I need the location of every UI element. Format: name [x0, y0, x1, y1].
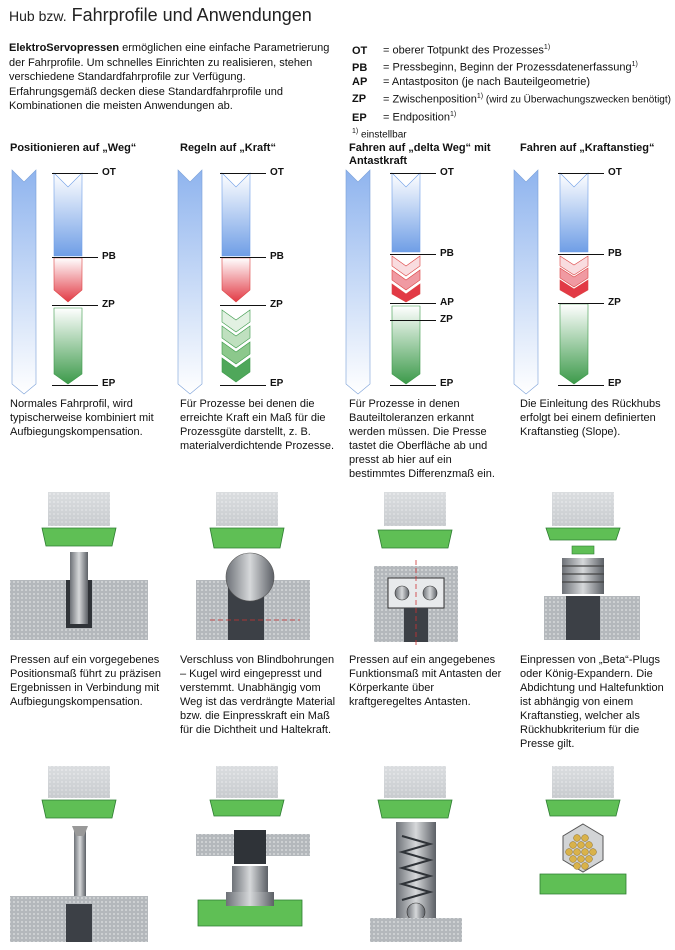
ref-line [558, 303, 604, 304]
legend-row-ep: EP = Endposition1) [352, 108, 672, 125]
legend-text: = Zwischenposition [383, 93, 477, 106]
ref-line [220, 173, 266, 174]
label-ep: EP [440, 378, 454, 389]
label-ep: EP [270, 378, 284, 389]
ref-line [390, 303, 436, 304]
profile-desc-kraft: Für Prozesse bei denen die erreichte Kra… [180, 398, 335, 452]
legend-sup: 1) [631, 61, 638, 69]
label-ep: EP [608, 378, 622, 389]
ref-line [558, 254, 604, 255]
legend-sup: 1) [543, 44, 551, 51]
legend-key: PB [352, 61, 368, 74]
legend-sup: 1) [449, 110, 457, 118]
legend-text: = Pressbeginn, Beginn der Prozessdatener… [383, 61, 632, 74]
page-title-main: Fahrprofile und Anwendungen [71, 5, 312, 25]
legend-key: AP [352, 76, 368, 89]
ref-line [390, 254, 436, 255]
ref-line [52, 257, 98, 258]
intro-paragraph: ElektroServopressen ermöglichen eine ein… [9, 41, 334, 114]
profile-heading-kraft: Regeln auf „Kraft“ [180, 142, 276, 154]
legend-key: ZP [352, 93, 367, 106]
intro-text: ermöglichen eine einfache Parametrierung… [9, 42, 330, 112]
legend-text: = Endposition [383, 111, 450, 124]
ref-line [390, 173, 436, 174]
label-ot: OT [102, 167, 116, 178]
footnote-text: einstellbar [358, 129, 407, 141]
profile-desc-weg: Normales Fahrprofil, wird typischerweise… [10, 398, 154, 438]
legend-key: EP [352, 111, 367, 124]
page-title-prefix: Hub bzw. [9, 8, 67, 24]
profile-desc-delta-weg: Für Prozesse in denen Bauteiltoleranzen … [349, 398, 495, 480]
intro-brand: ElektroServopressen [9, 42, 120, 54]
profile-diagram-kraft [177, 169, 251, 395]
legend-footnote: 1) einstellbar [352, 125, 672, 143]
legend-text: = oberer Totpunkt des Prozesses [383, 44, 544, 57]
label-ot: OT [270, 167, 284, 178]
application-illustration-7 [370, 766, 462, 942]
profile-diagram-weg [11, 169, 83, 395]
legend-row-ap: AP = Antastpositon (je nach Bauteilgeomet… [352, 75, 672, 90]
legend-text: = Antastpositon (je nach Bauteilgeometri… [383, 76, 590, 89]
legend-row-ot: OT = oberer Totpunkt des Prozesses1) [352, 41, 672, 58]
application-desc-3: Pressen auf ein angegebenes Funktionsmaß… [349, 654, 502, 708]
label-zp: ZP [608, 297, 621, 308]
profile-diagram-kraftanstieg [513, 169, 589, 395]
profile-heading-kraftanstieg: Fahren auf „Kraftanstieg“ [520, 142, 655, 154]
application-illustration-4 [544, 492, 640, 640]
label-zp: ZP [102, 299, 115, 310]
application-desc-2: Verschluss von Blindbohrungen – Kugel wi… [180, 654, 336, 736]
application-illustration-8 [539, 766, 627, 895]
ref-line [558, 173, 604, 174]
profile-heading-delta-weg: Fahren auf „delta Weg“ mit Antastkraft [349, 142, 491, 167]
ref-line [390, 320, 436, 321]
application-illustration-1 [10, 492, 148, 640]
legend-row-zp: ZP = Zwischenposition1) (wird zu Überwach… [352, 90, 672, 108]
ref-line [220, 257, 266, 258]
application-illustration-6 [196, 766, 310, 927]
abbreviation-legend: OT= oberer Totpunkt des Prozesses1) PB= … [352, 41, 672, 143]
label-zp: ZP [270, 299, 283, 310]
label-ot: OT [608, 167, 622, 178]
ref-line [220, 385, 266, 386]
label-pb: PB [440, 248, 454, 259]
application-illustration-5 [10, 766, 148, 942]
application-illustration-2 [196, 492, 310, 640]
profile-heading-weg: Positionieren auf „Weg“ [10, 142, 137, 154]
profile-diagram-delta-weg [345, 169, 421, 395]
profile-desc-kraftanstieg: Die Einleitung des Rückhubs erfolgt bei … [520, 398, 661, 438]
ref-line [558, 385, 604, 386]
label-ot: OT [440, 167, 454, 178]
label-pb: PB [102, 251, 116, 262]
ref-line [390, 385, 436, 386]
legend-key: OT [352, 44, 368, 57]
ref-line [52, 385, 98, 386]
application-desc-4: Einpressen von „Beta“-Plugs oder König-E… [520, 654, 664, 750]
application-desc-1: Pressen auf ein vorgegebenes Positionsma… [10, 654, 162, 708]
legend-sup: 1) [476, 92, 484, 100]
label-pb: PB [608, 248, 622, 259]
label-ap: AP [440, 297, 454, 308]
legend-row-pb: PB = Pressbeginn, Beginn der Prozessdaten… [352, 58, 672, 75]
label-pb: PB [270, 251, 284, 262]
ref-line [220, 305, 266, 306]
legend-extra: (wird zu Überwachungszwecken benötigt) [483, 94, 671, 106]
label-zp: ZP [440, 314, 453, 325]
application-illustration-3 [374, 492, 458, 645]
page-title: Hub bzw. Fahrprofile und Anwendungen [9, 5, 312, 26]
ref-line [52, 173, 98, 174]
ref-line [52, 305, 98, 306]
footnote-mark: 1) [352, 128, 359, 136]
label-ep: EP [102, 378, 116, 389]
